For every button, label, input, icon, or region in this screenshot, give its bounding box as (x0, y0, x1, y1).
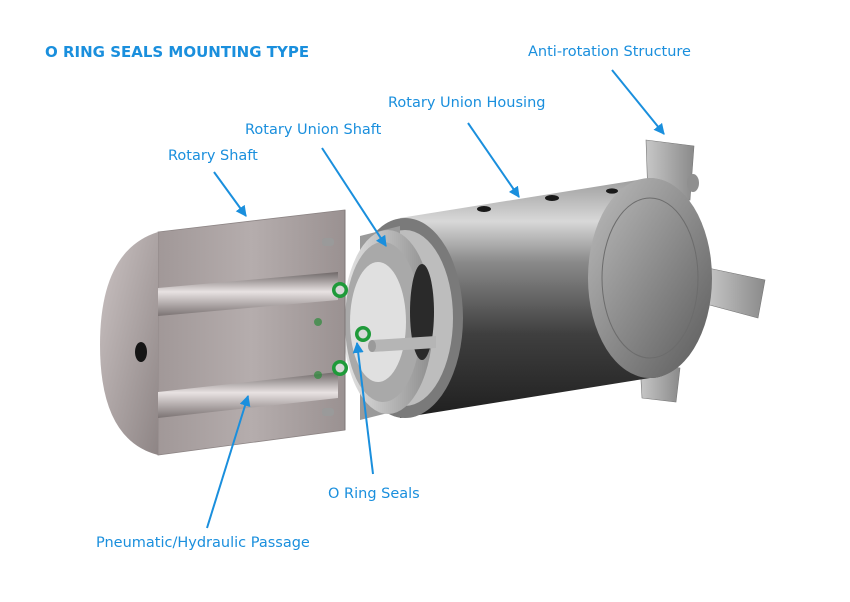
rotary-shaft-block (100, 209, 346, 456)
diagram-title: O RING SEALS MOUNTING TYPE (45, 43, 310, 61)
label-rotary-union-shaft: Rotary Union Shaft (245, 122, 382, 138)
rotary-union-shaft (343, 226, 436, 420)
label-rotary-shaft: Rotary Shaft (168, 148, 258, 164)
arrow-anti-rotation (611, 69, 665, 135)
arrow-union-shaft (321, 147, 387, 247)
label-o-ring-seals: O Ring Seals (328, 486, 420, 502)
label-pneumatic-hydraulic-passage: Pneumatic/Hydraulic Passage (96, 535, 310, 551)
label-anti-rotation-structure: Anti-rotation Structure (528, 44, 691, 60)
annotation-arrows (206, 69, 665, 529)
arrow-housing (467, 122, 520, 198)
o-ring-seals (314, 238, 371, 416)
arrow-passage (206, 394, 251, 529)
label-rotary-union-housing: Rotary Union Housing (388, 95, 546, 111)
arrow-rotary-shaft (213, 171, 247, 217)
arrow-o-ring (352, 341, 374, 475)
